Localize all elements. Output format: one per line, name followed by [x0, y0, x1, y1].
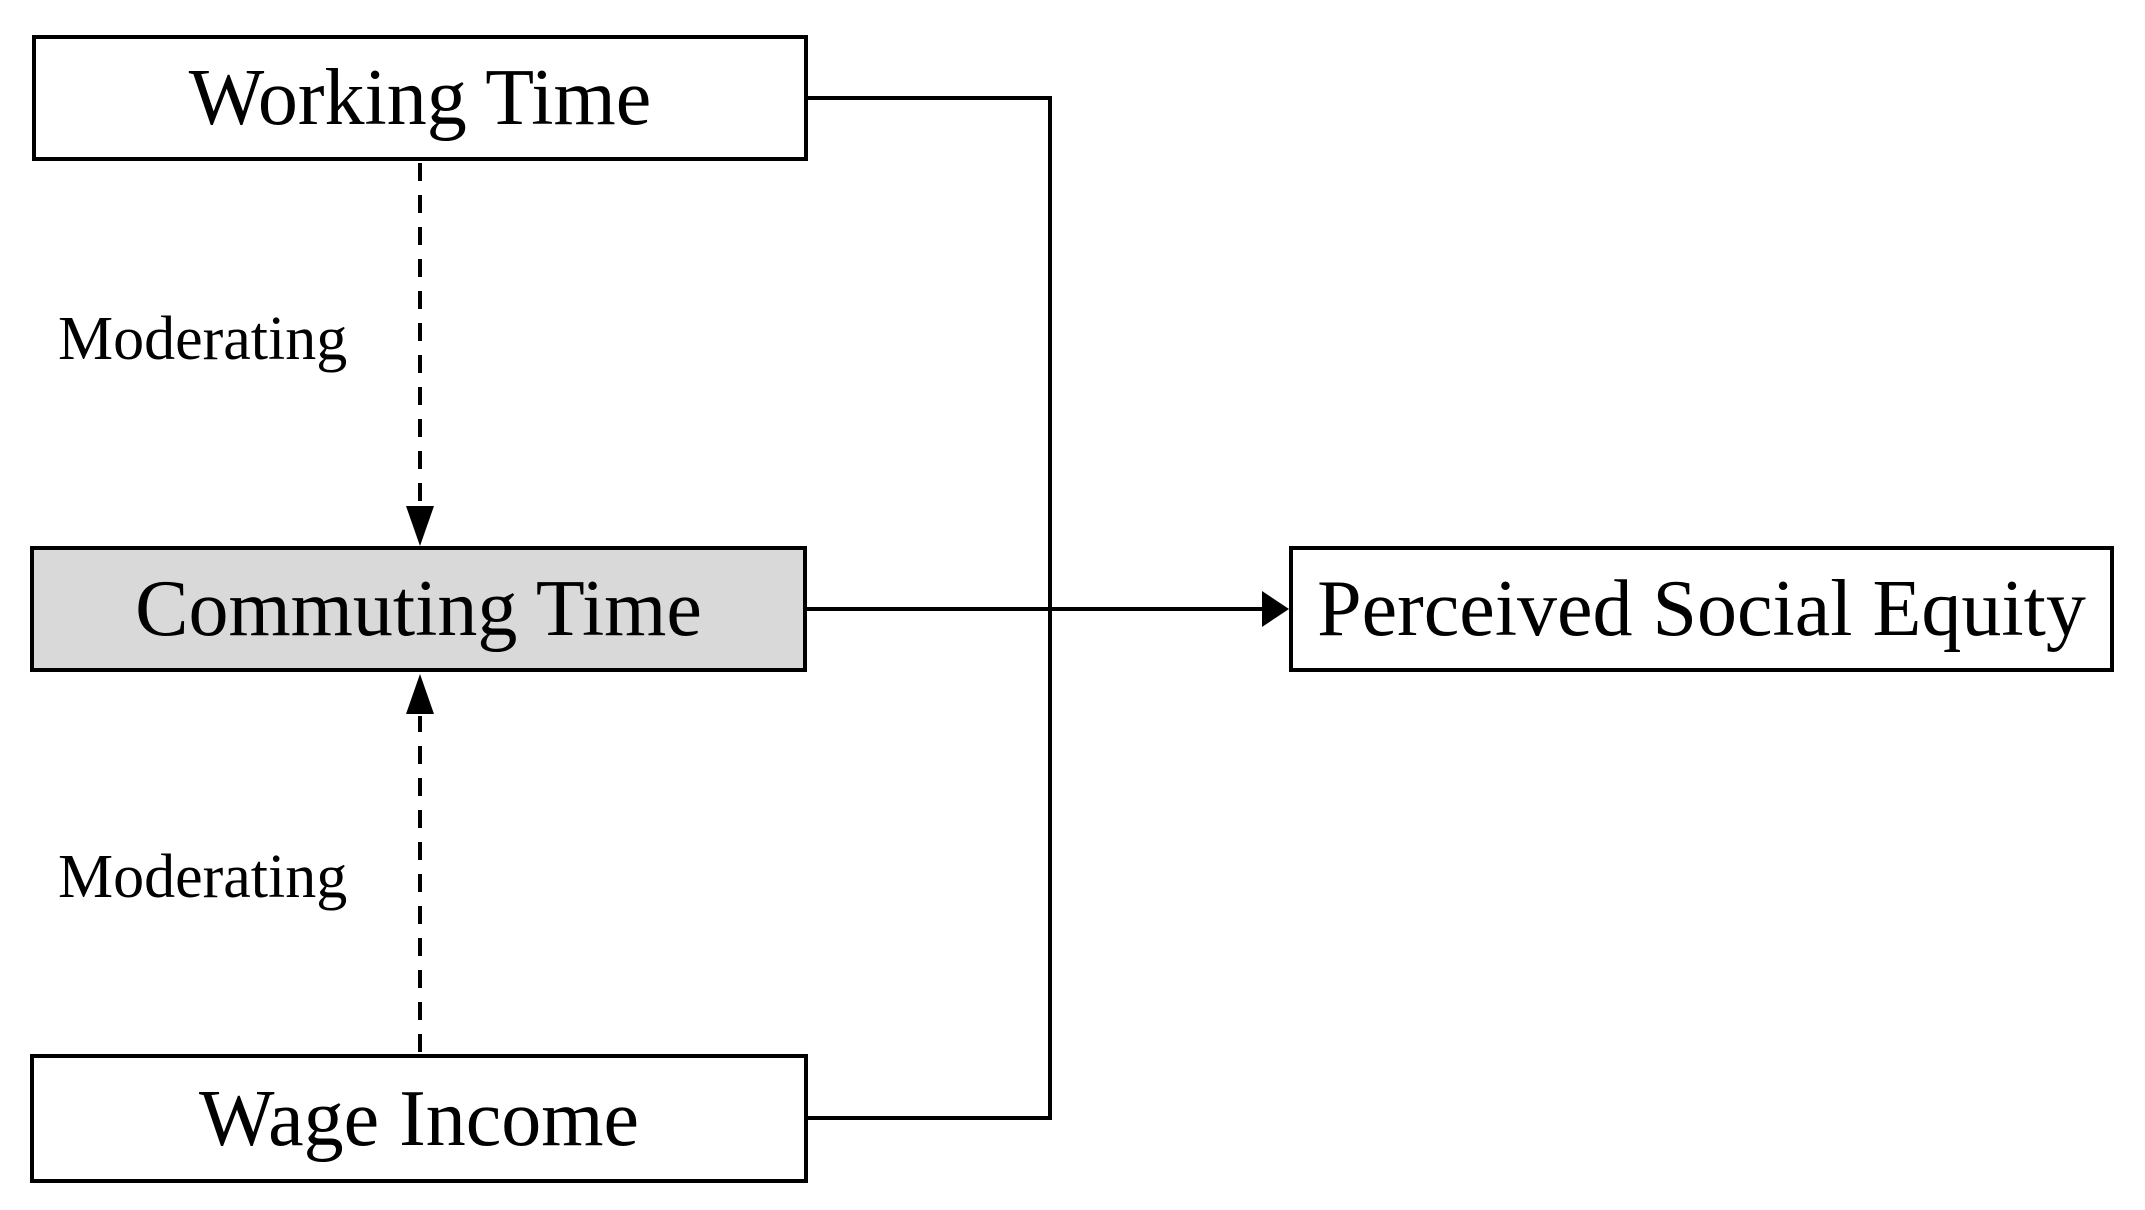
node-perceived-social-equity-label: Perceived Social Equity: [1317, 565, 2086, 653]
node-working-time-label: Working Time: [188, 54, 652, 142]
moderating-label-top: Moderating: [58, 305, 348, 373]
moderating-arrowhead-up-icon: [406, 674, 434, 714]
node-commuting-time-label: Commuting Time: [135, 565, 702, 653]
effect-arrowhead-icon: [1262, 591, 1289, 627]
node-perceived-social-equity: Perceived Social Equity: [1289, 546, 2114, 672]
moderating-arrowhead-down-icon: [406, 506, 434, 546]
node-wage-income-label: Wage Income: [199, 1074, 639, 1163]
moderating-label-bottom: Moderating: [58, 843, 348, 911]
node-commuting-time: Commuting Time: [30, 546, 807, 672]
node-working-time: Working Time: [32, 35, 808, 161]
node-wage-income: Wage Income: [30, 1054, 808, 1183]
